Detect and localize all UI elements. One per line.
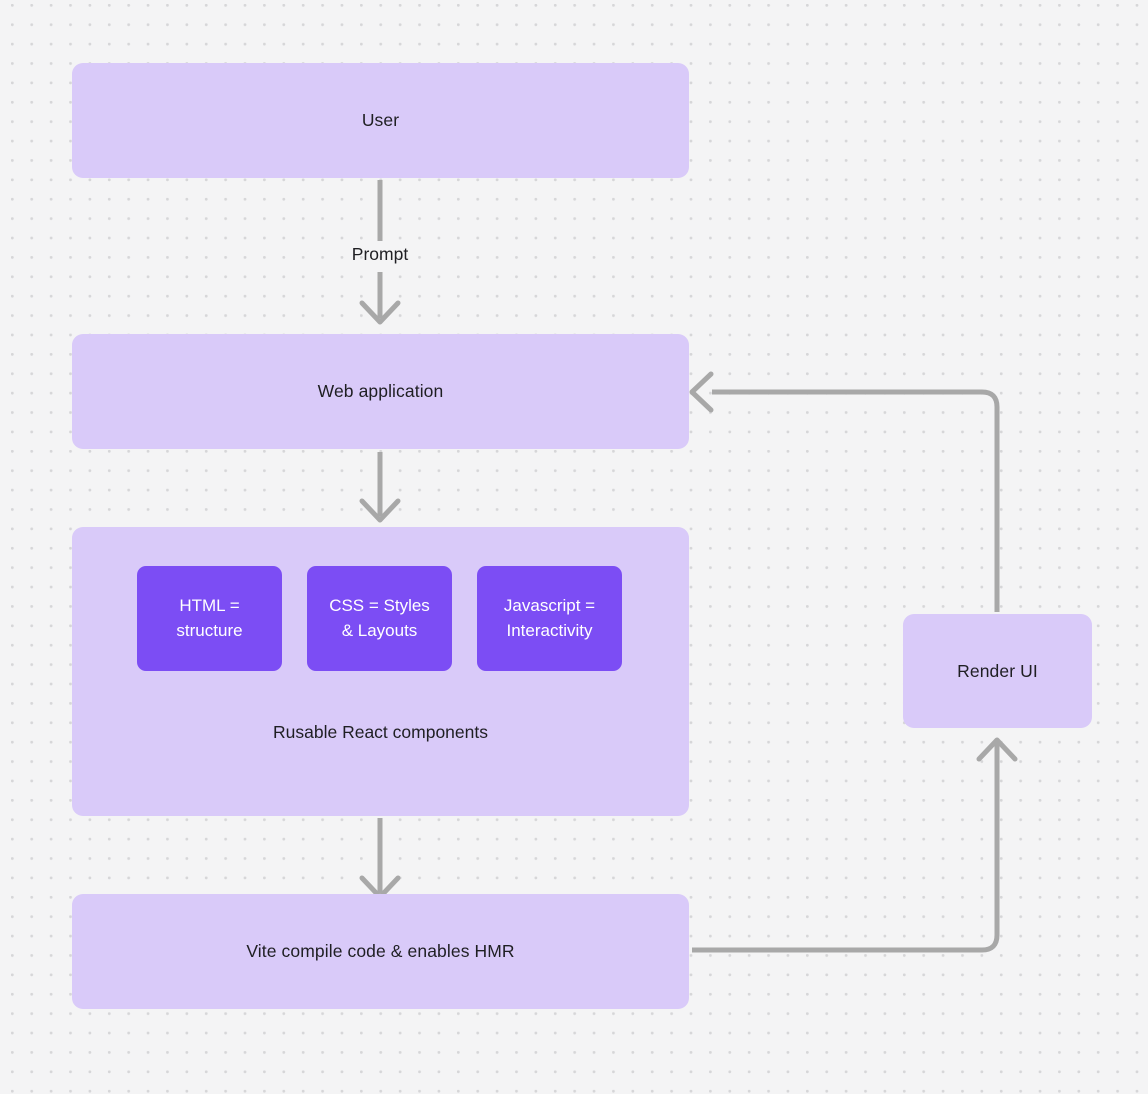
arrowhead-up-to-render-ui [976,737,1018,762]
arrowhead-left-to-web-application [689,371,714,413]
node-html-line1: HTML = [179,596,240,616]
node-web-application-label: Web application [317,381,444,402]
node-javascript-line2: Interactivity [506,620,593,640]
edge-label-prompt: Prompt [330,244,430,264]
node-vite-label: Vite compile code & enables HMR [246,941,515,962]
node-html[interactable]: HTML = structure [137,566,282,671]
node-vite[interactable]: Vite compile code & enables HMR [72,894,689,1009]
node-html-line2: structure [176,620,243,640]
node-user-label: User [361,110,400,131]
node-javascript[interactable]: Javascript = Interactivity [477,566,622,671]
node-css-line1: CSS = Styles [329,596,430,616]
node-user[interactable]: User [72,63,689,178]
node-render-ui-label: Render UI [957,660,1038,681]
node-render-ui[interactable]: Render UI [903,614,1092,728]
edge-label-prompt-text: Prompt [351,244,409,264]
arrowhead-down-to-web-application [359,300,401,325]
arrowhead-down-to-components [359,498,401,523]
edge-render-ui-to-web-application [712,389,1000,612]
node-css[interactable]: CSS = Styles & Layouts [307,566,452,671]
node-components-group-label-text: Rusable React components [273,722,488,742]
node-javascript-line1: Javascript = [503,596,596,616]
node-components-group-label: Rusable React components [72,720,689,745]
node-web-application[interactable]: Web application [72,334,689,449]
edge-vite-to-render-ui [692,742,1000,953]
node-css-line2: & Layouts [341,620,418,640]
